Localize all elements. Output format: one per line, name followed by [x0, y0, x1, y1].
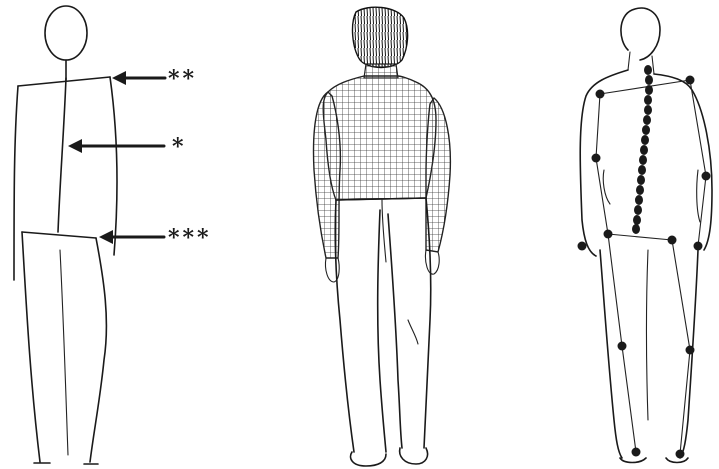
left-arm-line	[596, 94, 608, 234]
skeletal-right-arm-gap	[697, 170, 700, 222]
clothed-figure-panel	[240, 0, 500, 469]
right-sleeve	[426, 98, 450, 252]
clothed-figure	[240, 0, 500, 469]
skeletal-body-left	[580, 70, 628, 256]
outline-hip-line	[22, 232, 96, 238]
right-hip-joint	[668, 236, 677, 245]
skeletal-neck-right	[652, 56, 654, 74]
waist-marker: *	[172, 136, 187, 158]
hip-arrow	[99, 230, 164, 244]
right-wrist-joint	[694, 242, 703, 251]
left-hip-joint	[604, 230, 613, 239]
left-knee-joint	[618, 342, 627, 351]
skeletal-figure-panel	[500, 0, 719, 469]
hip-marker: ***	[168, 227, 212, 249]
outline-torso-right	[110, 77, 117, 255]
outline-head	[45, 6, 87, 60]
left-ankle-joint	[632, 448, 641, 457]
skeletal-neck-left	[628, 52, 630, 70]
right-shoe	[400, 448, 428, 464]
outline-torso-left	[14, 86, 18, 280]
shoulder-marker: **	[168, 68, 197, 90]
skeletal-left-arm-gap	[603, 170, 610, 204]
spine	[632, 65, 653, 234]
outline-torso-center	[58, 78, 66, 232]
left-shoulder-joint	[596, 90, 605, 99]
trousers-inner-right	[388, 214, 402, 448]
right-elbow-joint	[702, 172, 711, 181]
shoulder-line	[600, 80, 690, 94]
right-knee-joint	[686, 346, 695, 355]
skeletal-left-leg-outer	[600, 250, 622, 458]
outline-left-leg	[22, 232, 40, 462]
trousers-wrinkle	[408, 320, 418, 344]
left-elbow-joint	[592, 154, 601, 163]
left-wrist-joint	[578, 242, 587, 251]
trousers-seat-seam	[382, 200, 386, 262]
outline-right-leg	[90, 238, 106, 462]
skeletal-inner-leg	[647, 250, 649, 420]
hip-line	[608, 234, 672, 240]
right-arm-line	[690, 80, 706, 246]
skeletal-head	[621, 8, 660, 60]
right-shoulder-joint	[686, 76, 695, 85]
left-shoe	[351, 452, 386, 466]
right-ankle-joint	[676, 450, 685, 459]
outline-inner-leg	[60, 250, 68, 455]
skeletal-left-foot	[620, 458, 646, 463]
outline-figure-panel: ** * ***	[0, 0, 240, 469]
skeletal-figure	[500, 0, 719, 469]
right-hand	[425, 250, 439, 274]
outline-shoulder-line	[18, 77, 110, 86]
shoulder-arrow	[112, 71, 165, 85]
left-sleeve	[314, 92, 341, 258]
skeletal-right-foot	[666, 458, 688, 463]
head-hair	[353, 7, 408, 67]
